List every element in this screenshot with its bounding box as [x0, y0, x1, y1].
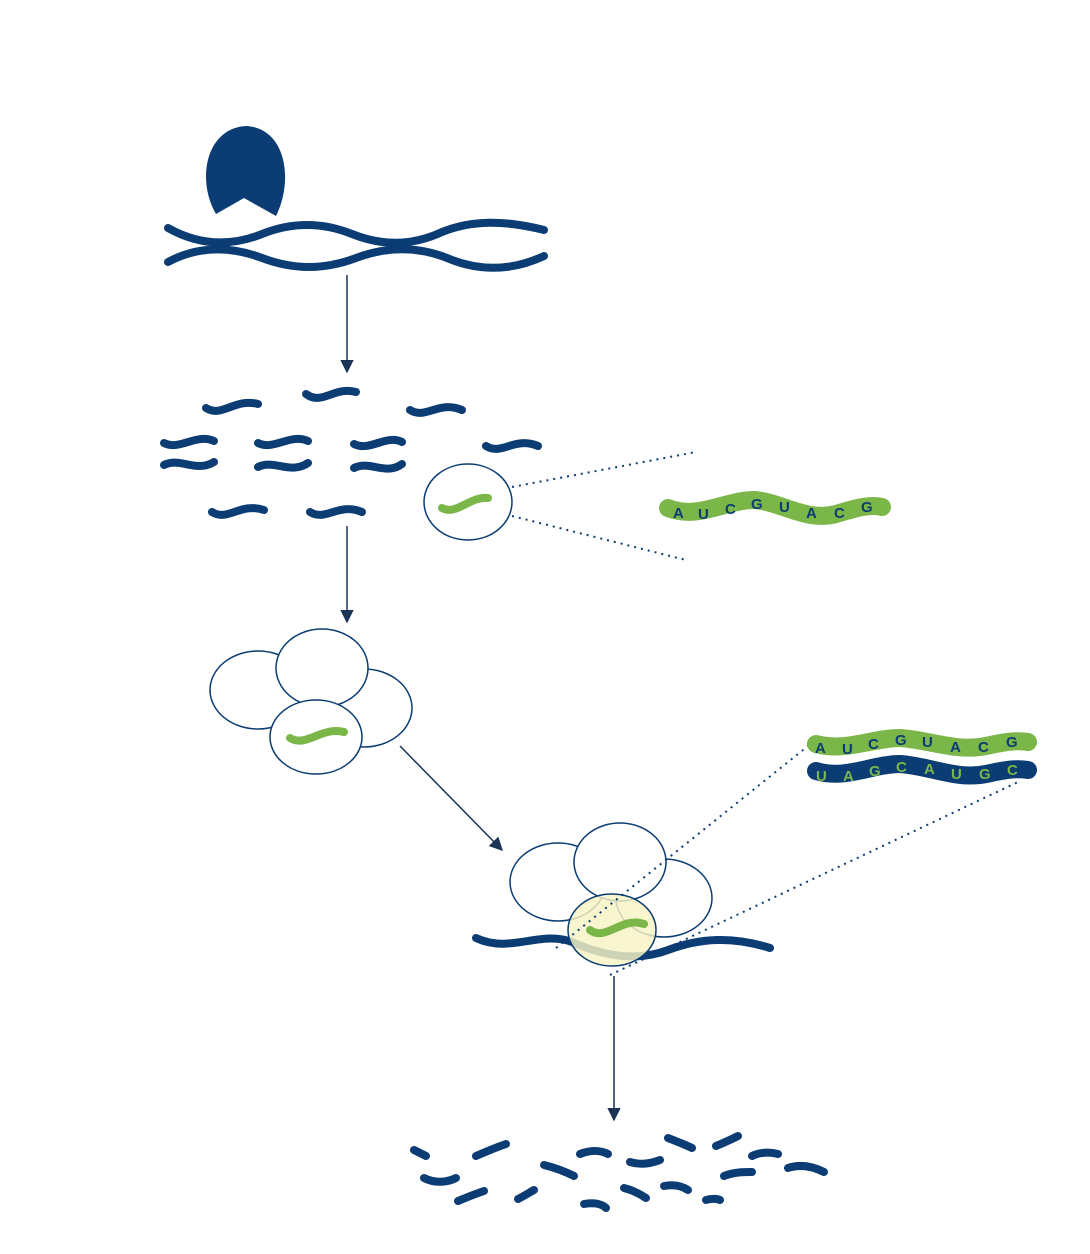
risc-subunit — [573, 822, 667, 902]
nucleotide-label: U — [779, 499, 790, 516]
nucleotide-label: G — [751, 496, 763, 513]
dsrna-strand-top — [164, 218, 548, 247]
mrna-fragment — [626, 1156, 664, 1168]
nucleotide-label: C — [868, 736, 879, 753]
mrna-fragment — [410, 1146, 430, 1160]
sirna-duplex-top — [254, 435, 312, 449]
nucleotide-label: A — [815, 740, 826, 757]
mrna-fragment — [454, 1187, 488, 1205]
nucleotide-label: C — [834, 505, 845, 522]
dsrna-strand-bottom — [164, 245, 548, 272]
nucleotide-label: G — [895, 732, 907, 749]
mrna-fragment — [580, 1199, 610, 1212]
cleaved-mrna-fragments — [410, 1132, 828, 1212]
sirna-fragments — [160, 386, 542, 519]
mrna-fragment — [514, 1186, 538, 1203]
mrna-fragment — [664, 1134, 696, 1152]
nucleotide-label: C — [725, 501, 736, 518]
sirna-duplex-bottom — [160, 458, 218, 470]
duplex-target-strand — [807, 754, 1037, 785]
guide-strand-callout: A U C G U A C G — [423, 451, 891, 561]
mrna-fragment — [702, 1194, 724, 1204]
sirna-fragment — [306, 505, 366, 519]
duplex-callout: A U C G U A C G U A G C A U G C — [807, 728, 1037, 785]
nucleotide-label: C — [978, 739, 989, 756]
mrna-fragment — [660, 1181, 692, 1194]
sirna-duplex-top — [350, 436, 406, 450]
nucleotide-label: A — [924, 761, 935, 778]
mrna-fragment — [784, 1161, 828, 1176]
nucleotide-label: U — [951, 766, 962, 783]
arrow-targeting — [399, 745, 503, 851]
nucleotide-label: U — [922, 734, 933, 751]
nucleotide-label: A — [843, 768, 854, 785]
risc-complex-loaded — [209, 628, 413, 775]
sirna-duplex-top — [160, 435, 218, 449]
duplex-guide-strand — [807, 728, 1037, 757]
sirna-fragment — [202, 398, 262, 415]
risc-subunit — [275, 628, 369, 708]
sirna-duplex-bottom — [254, 459, 312, 472]
dicer-enzyme-icon — [206, 126, 286, 216]
sirna-fragment — [482, 439, 542, 453]
mrna-fragment — [420, 1174, 460, 1186]
zoom-line-bottom — [609, 781, 1019, 976]
nucleotide-label: U — [842, 741, 853, 758]
nucleotide-label: G — [979, 766, 991, 783]
guide-strand-enlarged — [659, 490, 891, 525]
dicer-step — [164, 126, 548, 272]
mrna-fragment — [712, 1132, 742, 1150]
bound-guide-strand — [586, 918, 648, 938]
nucleotide-label: C — [896, 759, 907, 776]
risc-on-mrna — [472, 745, 1019, 976]
zoom-line-bottom — [511, 515, 687, 561]
mrna-fragment — [720, 1168, 756, 1180]
nucleotide-label: G — [869, 763, 881, 780]
mrna-fragment — [748, 1148, 782, 1160]
sirna-fragment — [208, 504, 268, 519]
duplex-guide-letters: A U C G U A C G — [815, 732, 1018, 758]
nucleotide-label: A — [806, 505, 817, 522]
sirna-fragment — [302, 386, 360, 402]
duplex-target-letters: U A G C A U G C — [816, 759, 1018, 785]
guide-strand-letters: A U C G U A C G — [673, 496, 873, 523]
zoom-line-top — [511, 451, 697, 488]
sirna-duplex-bottom — [350, 460, 406, 473]
nucleotide-label: C — [1007, 762, 1018, 779]
mrna-fragment — [620, 1184, 650, 1202]
nucleotide-label: U — [816, 768, 827, 785]
nucleotide-label: A — [673, 505, 684, 522]
nucleotide-label: G — [861, 499, 873, 516]
sirna-fragment — [406, 403, 466, 417]
mrna-fragment — [540, 1161, 578, 1180]
loaded-guide-strand — [286, 726, 348, 745]
nucleotide-label: G — [1006, 734, 1018, 751]
zoom-line-top — [555, 745, 809, 949]
guide-strand-small — [438, 493, 492, 514]
nucleotide-label: A — [950, 739, 961, 756]
mrna-fragment — [472, 1140, 510, 1160]
nucleotide-label: U — [698, 506, 709, 523]
mrna-fragment — [576, 1147, 612, 1158]
